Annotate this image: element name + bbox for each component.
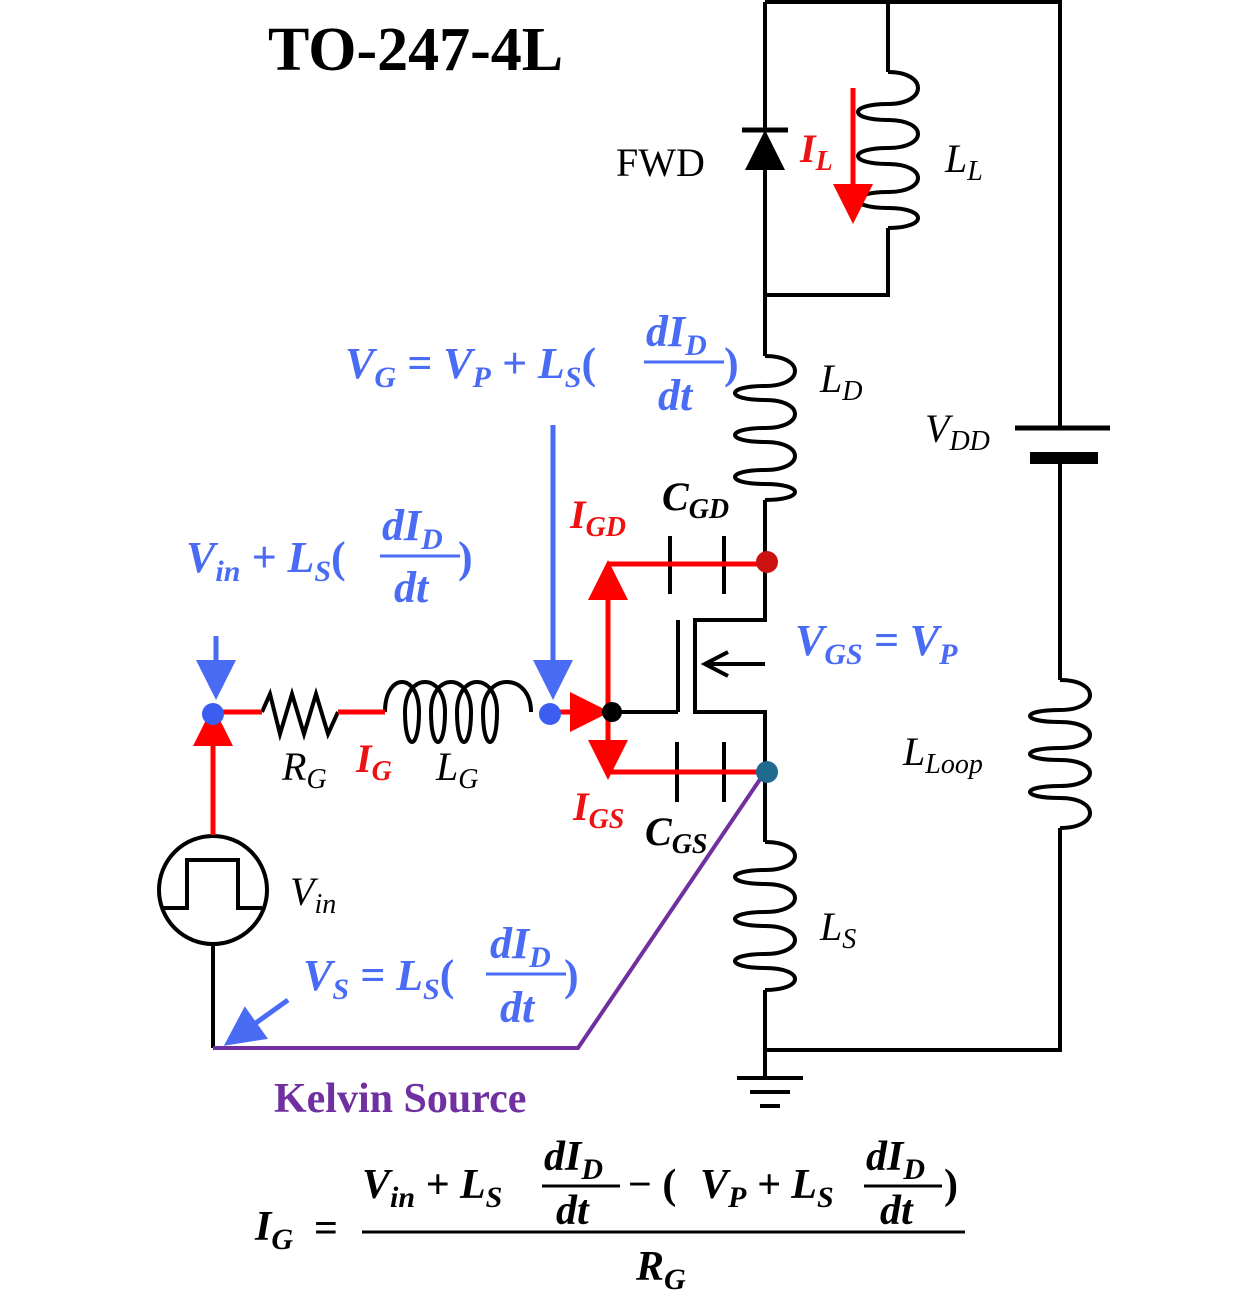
- svg-text:Vin + LS: Vin + LS: [362, 1162, 502, 1214]
- node-drain: [756, 551, 778, 573]
- svg-text:=: =: [314, 1206, 338, 1252]
- svg-text:dID: dID: [490, 919, 551, 974]
- vdd-label: VDD: [925, 406, 990, 457]
- igd-label: IGD: [569, 492, 626, 543]
- ll-label: LL: [944, 136, 983, 187]
- svg-text:): ): [724, 339, 739, 388]
- svg-text:RG: RG: [635, 1244, 686, 1296]
- svg-text:Vin + LS(: Vin + LS(: [186, 533, 346, 588]
- vin-ls-annotation: Vin + LS( dID dt ): [186, 501, 473, 612]
- rg-label: RG: [281, 744, 327, 795]
- gate-resistor-rg: [260, 687, 340, 742]
- lg-label: LG: [435, 744, 478, 795]
- gate-current-paths: [193, 88, 873, 835]
- cgd-label: CGD: [662, 474, 729, 525]
- package-title: TO-247-4L: [268, 16, 563, 84]
- svg-text:): ): [944, 1162, 958, 1208]
- circuit-wiring: [211, 0, 1110, 1108]
- svg-text:): ): [564, 951, 579, 1000]
- kelvin-source-label: Kelvin Source: [274, 1076, 526, 1122]
- svg-text:VP + LS: VP + LS: [700, 1162, 834, 1214]
- svg-text:IG: IG: [254, 1204, 293, 1256]
- svg-text:VS = LS(: VS = LS(: [303, 951, 454, 1006]
- gate-current-formula: IG = Vin + LS dID dt − ( VP + LS dID dt …: [254, 1134, 965, 1296]
- node-mosfet-gate: [602, 702, 622, 722]
- vgs-annotation: VGS = VP: [795, 616, 958, 671]
- cgs-label: CGS: [645, 809, 707, 860]
- svg-text:dID: dID: [544, 1134, 603, 1186]
- drain-inductor-ld: [733, 354, 797, 502]
- il-label: IL: [799, 126, 833, 177]
- voltage-arrows: [196, 425, 573, 1046]
- ld-label: LD: [819, 356, 862, 407]
- svg-text:dt: dt: [658, 371, 694, 420]
- lloop-label: LLoop: [902, 729, 983, 780]
- svg-text:dt: dt: [880, 1188, 914, 1234]
- gate-inductor-lg: [383, 680, 533, 744]
- vin-label: Vin: [290, 869, 336, 920]
- svg-text:− (: − (: [628, 1162, 676, 1208]
- node-source: [756, 761, 778, 783]
- ig-label: IG: [355, 736, 392, 787]
- loop-inductor: [1028, 678, 1092, 830]
- node-vin: [202, 703, 224, 725]
- svg-text:VG = VP + LS(: VG = VP + LS(: [345, 339, 596, 394]
- svg-text:dID: dID: [646, 307, 707, 362]
- source-inductor-ls: [733, 840, 797, 992]
- vg-annotation: VG = VP + LS( dID dt ): [345, 307, 739, 420]
- svg-text:dt: dt: [500, 983, 536, 1032]
- vs-annotation: VS = LS( dID dt ): [303, 919, 579, 1032]
- node-gate: [539, 703, 561, 725]
- kelvin-source-path: [213, 770, 767, 1050]
- ls-label: LS: [819, 904, 856, 955]
- svg-text:dID: dID: [866, 1134, 925, 1186]
- igs-label: IGS: [572, 784, 624, 835]
- svg-text:VGS = VP: VGS = VP: [795, 616, 958, 671]
- fwd-label: FWD: [616, 140, 705, 185]
- svg-text:): ): [458, 533, 473, 582]
- load-inductor-ll: [856, 70, 920, 230]
- svg-text:dID: dID: [382, 501, 443, 556]
- fwd-diode: [742, 127, 788, 170]
- vin-source: [157, 834, 269, 946]
- svg-text:dt: dt: [556, 1188, 590, 1234]
- svg-text:dt: dt: [394, 563, 430, 612]
